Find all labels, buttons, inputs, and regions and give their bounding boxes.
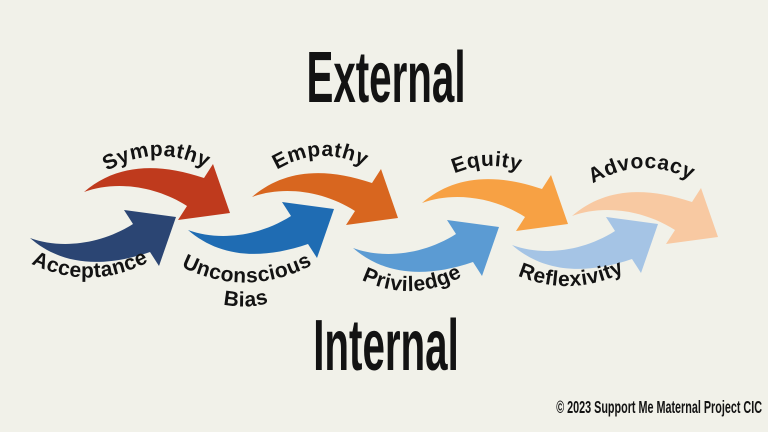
- label-bias: Bias: [222, 286, 270, 312]
- label-bias-text: Bias: [222, 286, 269, 312]
- copyright-text: © 2023 Support Me Maternal Project CIC: [556, 398, 762, 417]
- title-external: External: [306, 38, 465, 118]
- title-internal: Internal: [313, 306, 459, 386]
